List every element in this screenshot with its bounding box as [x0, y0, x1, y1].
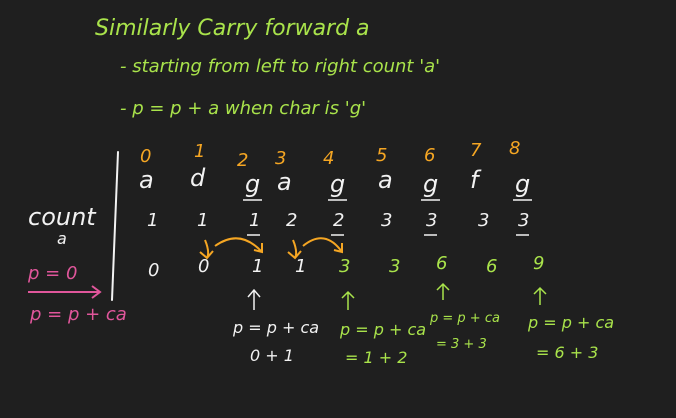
- p-value-0: 0: [148, 260, 160, 281]
- char-2: g: [245, 170, 261, 198]
- annotation-3-line-2: = 3 + 3: [436, 337, 487, 352]
- index-6: 6: [424, 145, 436, 166]
- char-0: a: [139, 166, 154, 194]
- note-title: Similarly Carry forward a: [95, 16, 370, 41]
- p-value-6: 6: [436, 253, 448, 274]
- char-3: a: [277, 168, 292, 196]
- index-8: 8: [509, 138, 521, 159]
- count-label: count: [28, 203, 96, 231]
- annotation-1-line-1: p = p + ca: [233, 318, 320, 337]
- note-line-1: - starting from left to right count 'a': [120, 56, 441, 77]
- count-value-1: 1: [197, 210, 209, 231]
- index-4: 4: [323, 148, 335, 169]
- char-8: g: [515, 170, 531, 198]
- p-value-3: 1: [295, 256, 307, 277]
- char-6: g: [423, 170, 439, 198]
- count-value-3: 2: [286, 210, 298, 231]
- index-7: 7: [470, 140, 482, 161]
- p-value-8: 9: [533, 253, 545, 274]
- p-value-4: 3: [339, 256, 351, 277]
- index-5: 5: [376, 145, 388, 166]
- char-1: d: [190, 164, 206, 192]
- annotation-4-line-1: p = p + ca: [528, 313, 615, 332]
- p-formula-label: p = p + ca: [30, 304, 127, 325]
- count-value-8: 3: [518, 210, 530, 231]
- annotation-2-line-1: p = p + ca: [340, 320, 427, 339]
- count-sublabel: a: [57, 229, 67, 248]
- index-2: 2: [237, 150, 249, 171]
- annotation-3-line-1: p = p + ca: [430, 311, 500, 326]
- annotation-4-line-2: = 6 + 3: [536, 343, 599, 362]
- index-3: 3: [275, 148, 287, 169]
- p-value-5: 3: [389, 256, 401, 277]
- char-7: f: [470, 166, 479, 194]
- count-value-0: 1: [147, 210, 159, 231]
- annotation-1-line-2: 0 + 1: [250, 346, 294, 365]
- p-init-label: p = 0: [28, 263, 78, 284]
- count-value-4: 2: [333, 210, 345, 231]
- p-value-1: 0: [198, 256, 210, 277]
- index-0: 0: [140, 146, 152, 167]
- count-value-5: 3: [381, 210, 393, 231]
- count-value-7: 3: [478, 210, 490, 231]
- annotation-2-line-2: = 1 + 2: [345, 348, 408, 367]
- note-line-2: - p = p + a when char is 'g': [120, 98, 367, 119]
- index-1: 1: [194, 141, 206, 162]
- count-value-6: 3: [426, 210, 438, 231]
- char-4: g: [330, 170, 346, 198]
- count-value-2: 1: [249, 210, 261, 231]
- char-5: a: [378, 166, 393, 194]
- p-value-2: 1: [252, 256, 264, 277]
- p-value-7: 6: [486, 256, 498, 277]
